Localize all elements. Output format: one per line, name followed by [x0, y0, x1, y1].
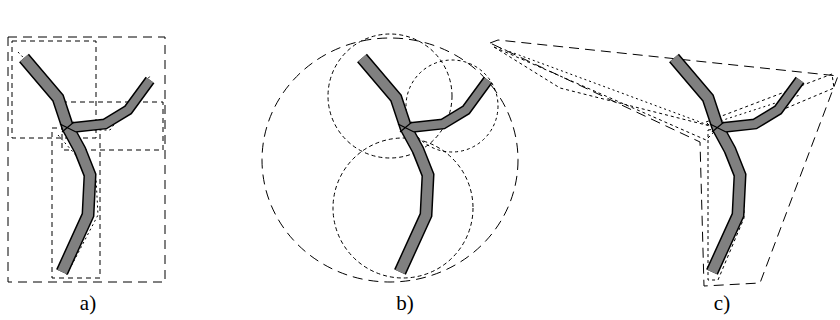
outer-hull	[490, 40, 838, 286]
outer-circle	[262, 38, 518, 282]
panel-label: c)	[714, 291, 730, 316]
panel-label: b)	[396, 291, 414, 316]
branch-circle	[406, 60, 498, 152]
outer-box	[8, 37, 165, 282]
panel-label: a)	[80, 291, 96, 316]
branch-shape	[362, 58, 488, 272]
branch-shape	[24, 58, 150, 272]
branch-shape	[674, 58, 800, 272]
